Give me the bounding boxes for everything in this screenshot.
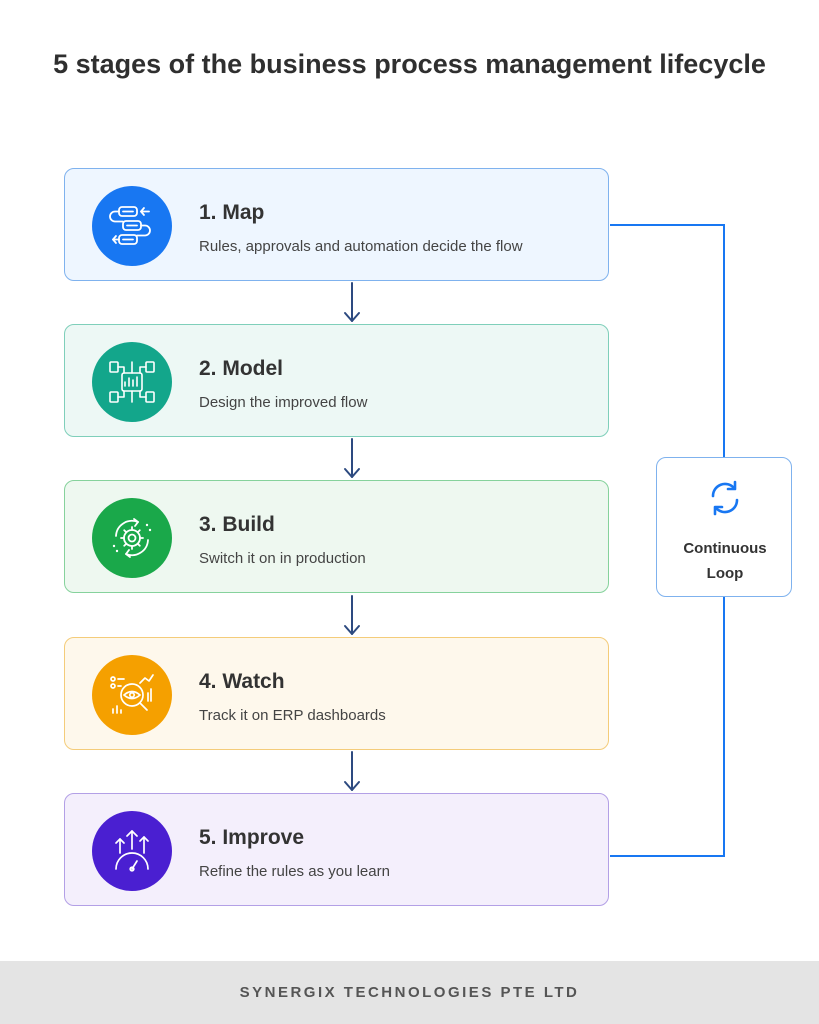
eye-analytics-icon (92, 655, 172, 735)
stage-title: 4. Watch (199, 670, 285, 693)
stage-description: Track it on ERP dashboards (199, 707, 386, 724)
stage-title: 1. Map (199, 201, 265, 224)
stage-title: 3. Build (199, 513, 275, 536)
footer-bar: SYNERGIX TECHNOLOGIES PTE LTD (0, 961, 819, 1024)
stage-card-model: 2. Model Design the improved flow (64, 324, 609, 437)
footer-company-name: SYNERGIX TECHNOLOGIES PTE LTD (239, 984, 580, 1001)
stage-card-map: 1. Map Rules, approvals and automation d… (64, 168, 609, 281)
loop-label: Continuous Loop (657, 536, 793, 586)
continuous-loop-box: Continuous Loop (656, 457, 792, 597)
stage-description: Rules, approvals and automation decide t… (199, 238, 523, 255)
stage-card-improve: 5. Improve Refine the rules as you learn (64, 793, 609, 906)
stage-card-watch: 4. Watch Track it on ERP dashboards (64, 637, 609, 750)
arrow-2-to-3 (344, 438, 360, 478)
gear-cycle-icon (92, 498, 172, 578)
flow-map-icon (92, 186, 172, 266)
growth-arrows-icon (92, 811, 172, 891)
arrow-4-to-5 (344, 751, 360, 791)
loop-line-top (610, 224, 725, 457)
stage-description: Switch it on in production (199, 550, 366, 567)
arrow-1-to-2 (344, 282, 360, 322)
loop-label-line2: Loop (706, 565, 744, 582)
refresh-icon (711, 480, 739, 516)
page-title: 5 stages of the business process managem… (53, 49, 766, 79)
loop-label-line1: Continuous (683, 540, 767, 557)
stage-title: 2. Model (199, 357, 284, 380)
stage-title: 5. Improve (199, 826, 305, 849)
stage-description: Refine the rules as you learn (199, 863, 390, 880)
stage-description: Design the improved flow (199, 394, 368, 411)
arrow-3-to-4 (344, 595, 360, 635)
stage-card-build: 3. Build Switch it on in production (64, 480, 609, 593)
loop-line-bottom (610, 597, 725, 857)
process-model-icon (92, 342, 172, 422)
